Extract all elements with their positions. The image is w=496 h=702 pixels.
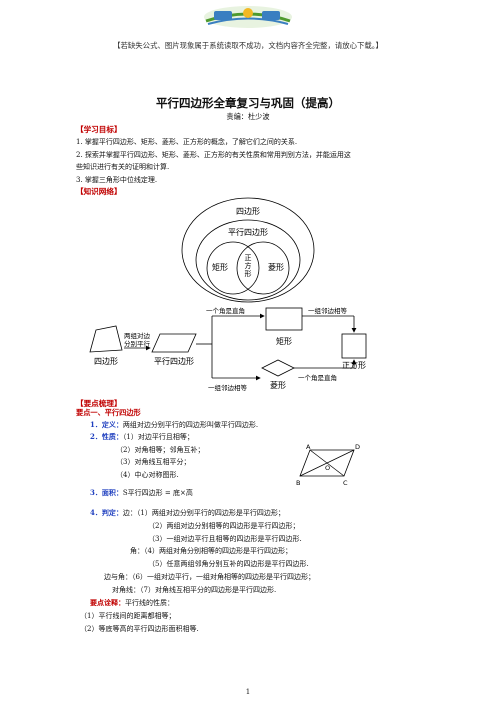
flow-condition-parallel-a: 两组对边 xyxy=(124,331,151,340)
note-text: 平行线的性质： xyxy=(125,599,174,607)
definition-text: 两组对边分别平行的四边形叫做平行四边形. xyxy=(122,421,259,429)
judge-item: 角：（4）两组对角分别相等的四边形是平行四边形； xyxy=(130,547,292,555)
note-item: （2）等底等高的平行四边形面积相等. xyxy=(80,625,199,633)
flow-rhombus: 菱形 xyxy=(270,380,286,390)
missing-content-notice: 【若缺失公式、图片现象属于系统读取不成功，文档内容齐全完整，请放心下载。】 xyxy=(113,41,383,50)
property-item: （2）对角相等；邻角互补； xyxy=(116,446,205,454)
point-b: B xyxy=(296,479,300,487)
flow-condition-adjacent-sides-bottom: 一组邻边相等 xyxy=(208,383,248,392)
point-a: A xyxy=(306,443,311,451)
goal-item: 3. 掌握三角形中位线定理. xyxy=(76,176,158,184)
judge-label: 4．判定： xyxy=(90,508,123,517)
definition-label: 1．定义： xyxy=(90,420,123,429)
venn-label-square: 正方形 xyxy=(245,254,252,278)
parallelogram-figure: A D B C O xyxy=(296,443,360,487)
property-line: 2．性质：（1）对边平行且相等； xyxy=(90,432,194,442)
goal-item: 1. 掌握平行四边形、矩形、菱形、正方形的概念，了解它们之间的关系. xyxy=(76,138,298,146)
judge-item: （3）一组对边平行且相等的四边形是平行四边形. xyxy=(148,535,302,543)
judge-line: 4．判定：边：（1）两组对边分别平行的四边形是平行四边形； xyxy=(90,508,285,518)
property-item: （3）对角线互相平分； xyxy=(116,458,191,466)
area-formula: S平行四边形 = 底×高 xyxy=(122,489,193,497)
point-c: C xyxy=(343,479,348,487)
note-line: 要点诠释：平行线的性质： xyxy=(90,598,174,608)
area-label: 3．面积： xyxy=(90,488,123,497)
definition-line: 1．定义：两组对边分别平行的四边形叫做平行四边形. xyxy=(90,420,258,430)
logo xyxy=(200,3,296,35)
flow-rectangle: 矩形 xyxy=(276,336,292,346)
flow-parallelogram: 平行四边形 xyxy=(154,356,194,366)
judge-item: （2）两组对边分别相等的四边形是平行四边形； xyxy=(148,522,300,530)
section-title: 要点一、平行四边形 xyxy=(76,408,141,417)
goal-item: 些知识进行有关的证明和计算. xyxy=(76,163,170,171)
flow-quadrilateral: 四边形 xyxy=(94,356,118,366)
venn-label-rhombus: 菱形 xyxy=(268,262,284,272)
property-label: 2．性质： xyxy=(90,432,123,441)
venn-diagram: 四边形 平行四边形 矩形 菱形 正方形 xyxy=(181,197,315,303)
judge-item: 边与角：（6）一组对边平行，一组对角相等的四边形是平行四边形； xyxy=(104,573,315,581)
venn-label-rectangle: 矩形 xyxy=(212,262,228,272)
property-item: （1）对边平行且相等； xyxy=(122,433,194,441)
page-number: 1 xyxy=(245,688,251,696)
venn-label-quadrilateral: 四边形 xyxy=(236,206,260,216)
flow-condition-right-angle-bottom: 一个角是直角 xyxy=(298,373,337,382)
note-label: 要点诠释： xyxy=(90,598,125,607)
goals-heading: 【学习目标】 xyxy=(76,125,122,134)
flow-condition-right-angle: 一个角是直角 xyxy=(206,306,245,315)
page-title: 平行四边形全章复习与巩固（提高） xyxy=(156,96,340,110)
judge-item: 边：（1）两组对边分别平行的四边形是平行四边形； xyxy=(122,509,285,517)
goal-item: 2. 探索并掌握平行四边形、矩形、菱形、正方形的有关性质和常用判别方法，并能运用… xyxy=(76,151,351,159)
judge-item: （5）任意两组邻角分别互补的四边形是平行四边形. xyxy=(148,560,309,568)
point-d: D xyxy=(355,443,360,451)
area-line: 3．面积：S平行四边形 = 底×高 xyxy=(90,488,193,498)
flow-condition-parallel-b: 分别平行 xyxy=(124,339,151,348)
flow-condition-adjacent-sides: 一组邻边相等 xyxy=(308,306,348,315)
note-item: （1）平行线间的距离都相等； xyxy=(80,612,176,620)
flow-diagram: 四边形 两组对边 分别平行 平行四边形 一个角是直角 矩形 一组邻边相等 正方形… xyxy=(89,306,367,392)
author: 责编：杜少波 xyxy=(226,112,270,121)
property-item: （4）中心对称图形. xyxy=(116,471,179,479)
venn-label-parallelogram: 平行四边形 xyxy=(228,227,268,237)
judge-item: 对角线：（7）对角线互相平分的四边形是平行四边形. xyxy=(112,586,277,594)
points-heading: 【要点梳理】 xyxy=(76,399,122,408)
point-o: O xyxy=(325,464,330,472)
network-heading: 【知识网络】 xyxy=(76,187,122,196)
